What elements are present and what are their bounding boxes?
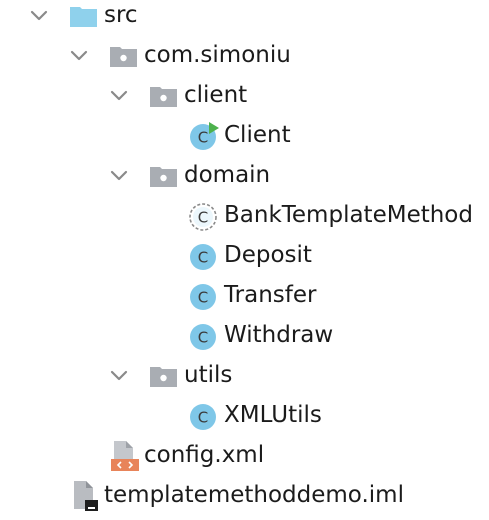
svg-text:C: C <box>198 289 208 307</box>
class-icon: C <box>188 240 220 272</box>
package-folder-icon <box>148 80 180 112</box>
tree-node-withdraw[interactable]: C Withdraw <box>0 316 489 356</box>
runnable-class-icon: C <box>188 120 220 152</box>
tree-label: templatemethoddemo.iml <box>104 482 404 508</box>
tree-label: utils <box>184 362 233 388</box>
xml-file-icon <box>108 440 140 472</box>
svg-text:C: C <box>198 409 208 427</box>
class-icon: C <box>188 400 220 432</box>
svg-text:C: C <box>198 329 208 347</box>
tree-node-domain-package[interactable]: domain <box>0 156 489 196</box>
source-folder-icon <box>68 0 100 32</box>
tree-label: Client <box>224 122 291 148</box>
tree-node-client-class[interactable]: C Client <box>0 116 489 156</box>
tree-label: Withdraw <box>224 322 334 348</box>
chevron-down-icon[interactable] <box>106 363 132 389</box>
tree-node-client-package[interactable]: client <box>0 76 489 116</box>
tree-node-package[interactable]: com.simoniu <box>0 36 489 76</box>
tree-node-bank-template-method[interactable]: C BankTemplateMethod <box>0 196 489 236</box>
tree-label: XMLUtils <box>224 402 322 428</box>
tree-label: src <box>104 2 138 28</box>
chevron-down-icon[interactable] <box>66 43 92 69</box>
tree-label: com.simoniu <box>144 42 291 68</box>
tree-node-transfer[interactable]: C Transfer <box>0 276 489 316</box>
tree-label: config.xml <box>144 442 265 468</box>
tree-label: domain <box>184 162 271 188</box>
chevron-down-icon[interactable] <box>26 3 52 29</box>
module-file-icon <box>68 480 100 512</box>
svg-text:C: C <box>198 249 208 267</box>
chevron-down-icon[interactable] <box>106 163 132 189</box>
abstract-class-icon: C <box>188 200 220 232</box>
tree-node-config-xml[interactable]: config.xml <box>0 436 489 476</box>
package-folder-icon <box>108 40 140 72</box>
svg-text:C: C <box>198 209 208 227</box>
tree-label: Deposit <box>224 242 312 268</box>
chevron-down-icon[interactable] <box>106 83 132 109</box>
package-folder-icon <box>148 160 180 192</box>
tree-node-iml-file[interactable]: templatemethoddemo.iml <box>0 476 489 516</box>
tree-node-xmlutils[interactable]: C XMLUtils <box>0 396 489 436</box>
tree-label: BankTemplateMethod <box>224 202 473 228</box>
tree-label: Transfer <box>224 282 317 308</box>
tree-label: client <box>184 82 248 108</box>
class-icon: C <box>188 280 220 312</box>
svg-text:C: C <box>198 129 208 147</box>
tree-node-deposit[interactable]: C Deposit <box>0 236 489 276</box>
package-folder-icon <box>148 360 180 392</box>
tree-node-utils-package[interactable]: utils <box>0 356 489 396</box>
tree-node-src[interactable]: src <box>0 0 489 36</box>
class-icon: C <box>188 320 220 352</box>
